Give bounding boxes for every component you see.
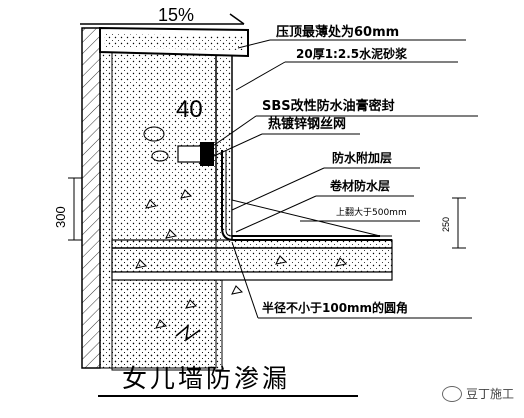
roof-slab — [111, 239, 393, 371]
leader-lines — [209, 39, 478, 319]
label-radius: 半径不小于100mm的圆角 — [262, 301, 409, 315]
label-coping: 压顶最薄处为60mm — [276, 25, 400, 40]
label-upturn: 上翻大于500mm — [336, 208, 407, 218]
drawing-title: 女儿墙防渗漏 — [122, 364, 291, 393]
label-sbs: SBS改性防水油膏密封 — [262, 99, 395, 114]
label-membrane: 卷材防水层 — [330, 179, 391, 193]
label-mortar: 20厚1:2.5水泥砂浆 — [296, 47, 408, 61]
label-additional: 防水附加层 — [332, 151, 393, 165]
chat-bubble-icon — [441, 385, 462, 402]
dim-40-label: 40 — [176, 96, 203, 123]
dim-250-label: 250 — [441, 216, 451, 232]
membrane-upturn — [221, 150, 392, 241]
dim-300 — [68, 177, 82, 241]
slope-label: 15% — [158, 5, 195, 25]
watermark-text: 豆丁施工 — [465, 387, 514, 401]
sloped-screed — [231, 199, 381, 237]
slope-indicator — [80, 13, 245, 25]
label-mesh: 热镀锌钢丝网 — [268, 117, 347, 132]
dim-300-label: 300 — [53, 206, 68, 228]
dim-250 — [452, 197, 466, 249]
watermark: 豆丁施工 — [441, 385, 514, 402]
break-line — [175, 324, 201, 342]
coping — [99, 26, 249, 240]
